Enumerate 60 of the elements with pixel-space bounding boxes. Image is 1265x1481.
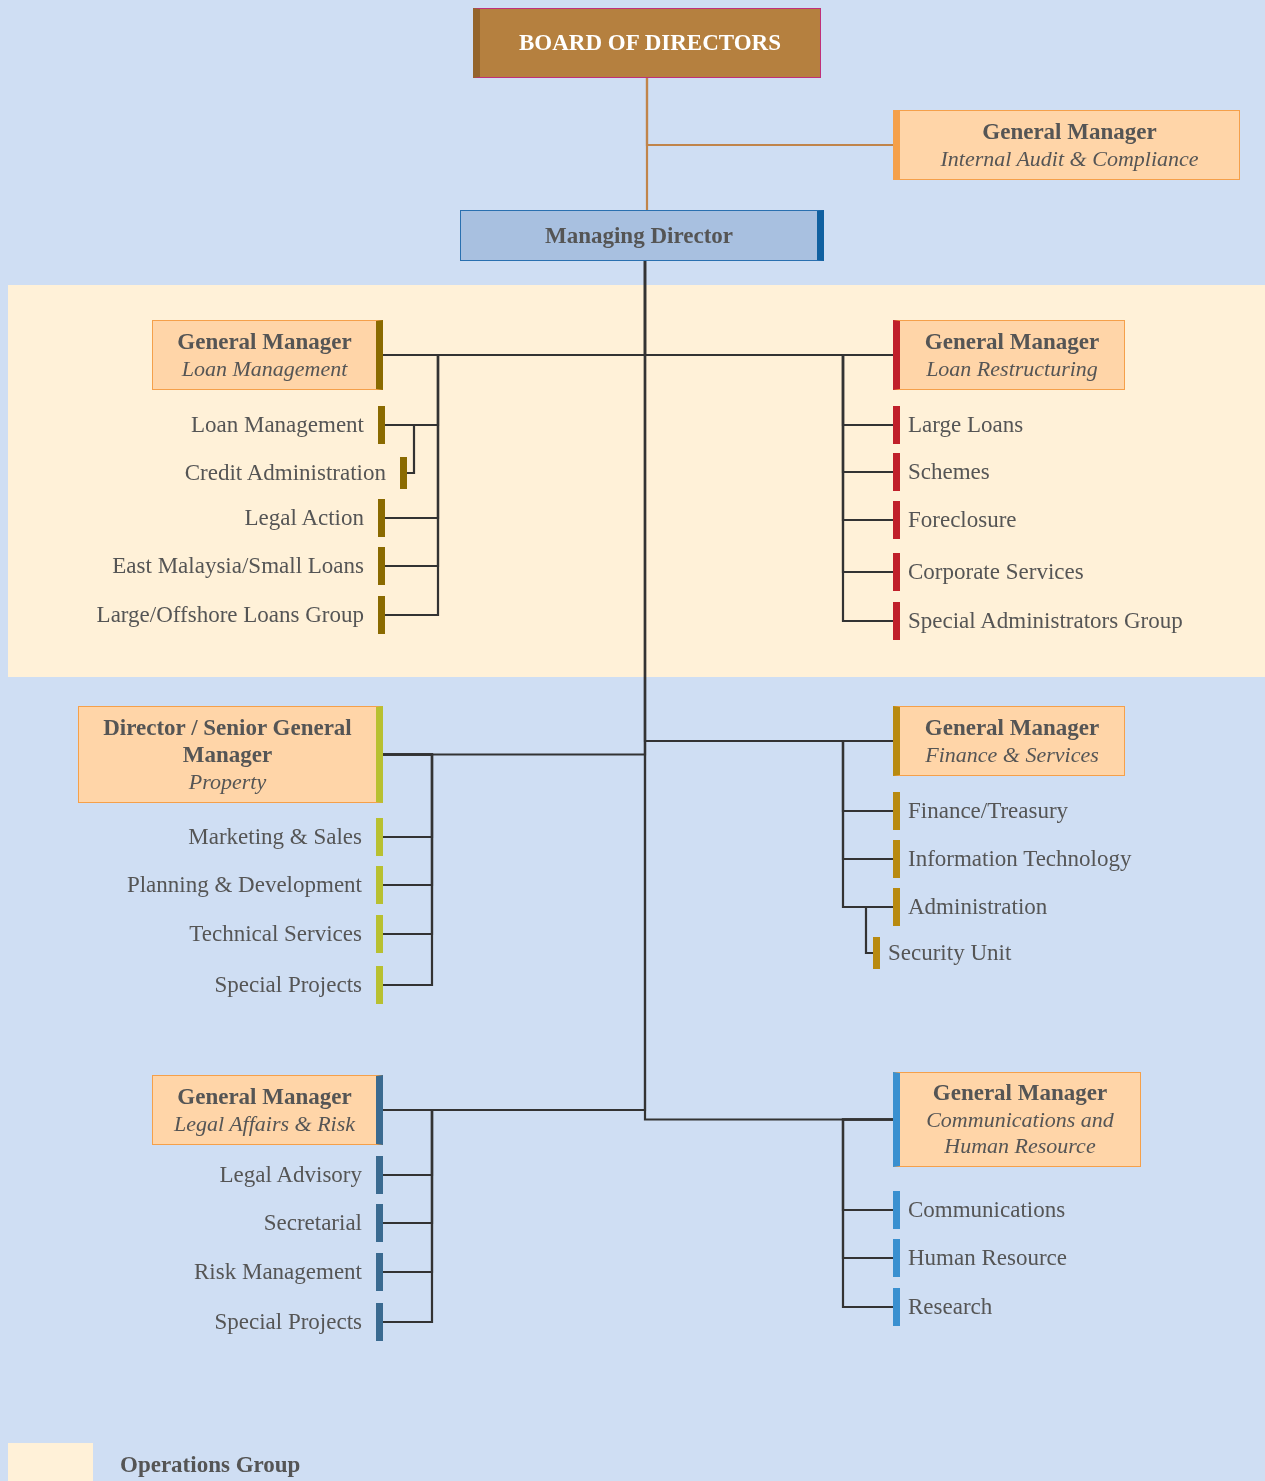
manager-box bbox=[893, 110, 1240, 180]
unit-name: Large/Offshore Loans Group bbox=[96, 602, 364, 628]
manager-title: General Manager bbox=[176, 328, 353, 356]
connector-line bbox=[645, 78, 649, 210]
unit-name: Foreclosure bbox=[908, 507, 1017, 533]
department-subtitle: Communications and Human Resource bbox=[925, 1106, 1115, 1160]
connector-line bbox=[385, 423, 416, 475]
unit-name: Security Unit bbox=[888, 940, 1012, 966]
department-subtitle: Internal Audit & Compliance bbox=[939, 145, 1200, 172]
connector-line bbox=[841, 739, 893, 909]
legend-label: Operations Group bbox=[120, 1452, 301, 1478]
manager-box bbox=[893, 320, 1125, 390]
department-subtitle: Loan Management bbox=[180, 355, 349, 382]
unit-name: Research bbox=[908, 1294, 993, 1320]
unit-name: Loan Management bbox=[190, 412, 364, 438]
unit-name: Special Projects bbox=[214, 972, 362, 998]
unit-name: Risk Management bbox=[194, 1259, 362, 1285]
connector-line bbox=[841, 1118, 893, 1309]
unit-name: Schemes bbox=[908, 459, 990, 485]
unit-name: Finance/Treasury bbox=[908, 798, 1069, 824]
unit-name: Marketing & Sales bbox=[188, 824, 362, 850]
connector-line bbox=[383, 1108, 434, 1324]
unit-name: Planning & Development bbox=[126, 872, 362, 898]
manager-title: Director / Senior General Manager bbox=[102, 713, 353, 769]
manager-box bbox=[893, 1072, 1141, 1167]
manager-box bbox=[152, 1075, 383, 1145]
unit-name: Technical Services bbox=[189, 921, 362, 947]
manager-title: General Manager bbox=[923, 328, 1101, 356]
unit-name: Administration bbox=[908, 894, 1048, 920]
director-box bbox=[460, 210, 824, 261]
board-box bbox=[473, 8, 821, 78]
manager-title: General Manager bbox=[981, 118, 1158, 146]
unit-name: Large Loans bbox=[908, 412, 1024, 438]
unit-name: Legal Action bbox=[244, 505, 364, 531]
unit-name: Special Administrators Group bbox=[908, 608, 1183, 634]
unit-name: Communications bbox=[908, 1197, 1066, 1223]
unit-name: Corporate Services bbox=[908, 559, 1084, 585]
manager-title: General Manager bbox=[923, 714, 1101, 742]
director-title: Managing Director bbox=[545, 222, 733, 249]
manager-box bbox=[893, 706, 1125, 776]
unit-name: Special Projects bbox=[214, 1309, 362, 1335]
connector-line bbox=[383, 353, 440, 617]
department-subtitle: Loan Restructuring bbox=[925, 355, 1099, 382]
connector-line bbox=[383, 753, 434, 987]
manager-box bbox=[78, 706, 383, 803]
unit-name: Human Resource bbox=[908, 1245, 1068, 1271]
connector-line bbox=[864, 905, 893, 955]
connector-line bbox=[841, 353, 893, 623]
department-subtitle: Finance & Services bbox=[924, 741, 1100, 768]
unit-name: Legal Advisory bbox=[219, 1162, 362, 1188]
department-subtitle: Legal Affairs & Risk bbox=[172, 1110, 357, 1137]
unit-name: Credit Administration bbox=[184, 460, 386, 486]
department-subtitle: Property bbox=[187, 768, 268, 796]
unit-name: Secretarial bbox=[263, 1210, 362, 1236]
manager-title: General Manager bbox=[176, 1083, 353, 1111]
board-title: BOARD OF DIRECTORS bbox=[519, 30, 781, 56]
unit-name: Information Technology bbox=[908, 846, 1132, 872]
manager-title: General Manager bbox=[931, 1079, 1109, 1107]
unit-name: East Malaysia/Small Loans bbox=[112, 553, 364, 579]
manager-box bbox=[152, 320, 383, 390]
